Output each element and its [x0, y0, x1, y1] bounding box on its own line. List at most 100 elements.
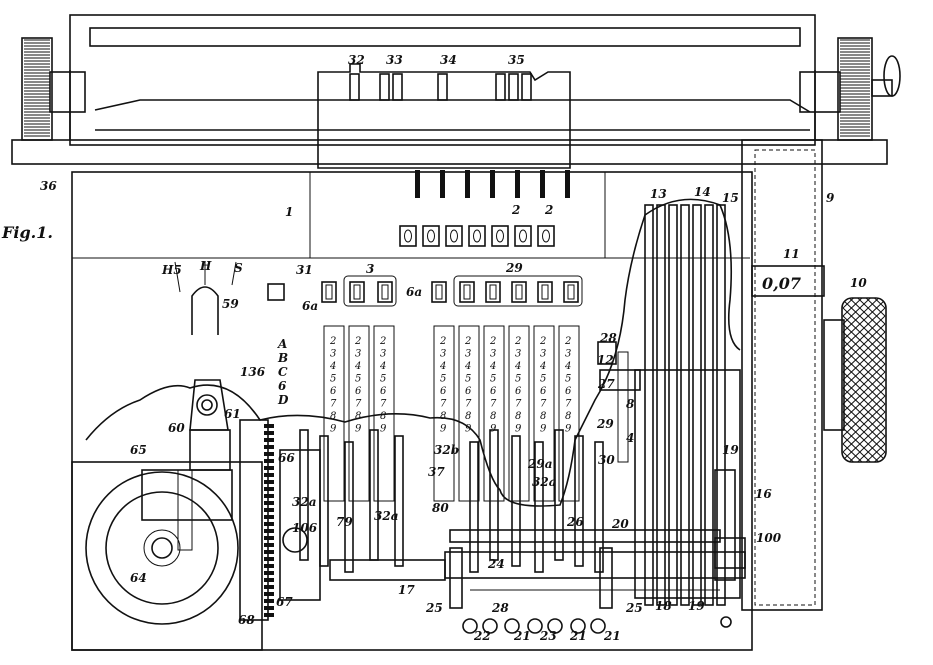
knurl-hatch	[842, 451, 886, 462]
label-11: 11	[783, 247, 800, 261]
knurl-hatch	[843, 164, 885, 204]
pin-circles	[462, 618, 606, 634]
label-30: 30	[598, 453, 615, 467]
scale-digit: 2	[514, 336, 521, 347]
scale-digit: 7	[515, 399, 522, 410]
key-window-inner	[463, 284, 471, 300]
scale-digit: 7	[440, 399, 447, 410]
lower-bar	[534, 441, 544, 573]
knurl-hatch	[843, 164, 885, 204]
label-S: S	[234, 261, 243, 275]
scale-column	[433, 325, 455, 502]
key-window-inner	[515, 284, 523, 300]
lower-bar	[299, 429, 309, 561]
right-details	[597, 341, 746, 628]
lower-bar	[344, 441, 354, 573]
stack-plate	[704, 204, 714, 606]
counter-zero	[496, 229, 504, 243]
scale-digit: 8	[515, 411, 521, 422]
knurl-hatch	[842, 395, 886, 437]
break-line	[85, 198, 741, 507]
gear-tooth	[264, 473, 274, 477]
label-32a-right: 32a	[532, 475, 556, 489]
knurl-hatch	[842, 298, 886, 309]
scale-digit: 9	[440, 424, 447, 435]
key-window	[537, 281, 553, 303]
label-1: 1	[285, 205, 293, 219]
key-window	[563, 281, 579, 303]
scale-digit: 8	[490, 411, 496, 422]
label-18: 18	[655, 599, 672, 613]
gear-tooth	[264, 515, 274, 519]
scale-digit: 8	[330, 411, 336, 422]
label-6a-right: 6a	[406, 285, 422, 299]
head-slot	[495, 73, 506, 101]
scale-digit: 3	[330, 349, 336, 360]
lower-bar	[594, 441, 604, 573]
wheel-assembly	[71, 379, 321, 651]
key-window	[485, 281, 501, 303]
knurl-hatch	[842, 459, 886, 462]
pin-circle	[462, 618, 478, 634]
stack-plate	[668, 204, 678, 606]
label-100: 100	[756, 531, 782, 545]
knurl-hatch	[842, 451, 886, 462]
key-window-inner	[489, 284, 497, 300]
label-16: 16	[755, 487, 772, 501]
scale-digit: 5	[540, 374, 546, 385]
label-10: 10	[850, 276, 867, 290]
gear-tooth	[264, 522, 274, 526]
key-window-groups	[321, 275, 583, 307]
label-25-right: 25	[625, 601, 643, 615]
scale-digit: 4	[379, 361, 386, 372]
lower-bar	[554, 429, 564, 561]
scale-digit: 2	[354, 336, 361, 347]
scale-column	[483, 325, 505, 502]
scale-digit: 8	[440, 411, 446, 422]
gear-tooth	[264, 599, 274, 603]
scale-digit: 4	[329, 361, 336, 372]
row-letter: C	[278, 365, 288, 379]
scale-digit: 5	[330, 374, 336, 385]
stack-plate	[716, 204, 726, 606]
stack-plate	[656, 204, 666, 606]
label-66: 66	[278, 451, 295, 465]
label-61: 61	[224, 407, 241, 421]
label-13: 13	[650, 187, 667, 201]
knurl-hatch	[843, 468, 885, 508]
label-33: 33	[386, 53, 403, 67]
scale-digit: 5	[465, 374, 471, 385]
gear-tooth	[264, 452, 274, 456]
gear-tooth	[264, 613, 274, 617]
scale-digit: 3	[380, 349, 386, 360]
label-59: 59	[222, 297, 239, 311]
gear-tooth	[264, 459, 274, 463]
scale-column	[508, 325, 530, 502]
register-panel	[741, 139, 825, 611]
key-window-inner	[325, 284, 333, 300]
scale-digit: 2	[379, 336, 386, 347]
scale-digit: 3	[490, 349, 496, 360]
knurl-hatch	[842, 411, 886, 453]
knurl-hatch	[843, 172, 885, 212]
label-136: 136	[240, 365, 266, 379]
gear-tooth	[264, 606, 274, 610]
scale-digit: 6	[355, 386, 362, 397]
knurl-hatch	[842, 347, 886, 389]
head-slot	[521, 73, 532, 101]
label-27: 27	[597, 377, 615, 391]
scale-digit: 9	[465, 424, 472, 435]
knurl-hatch	[843, 180, 885, 220]
scale-digit: 8	[565, 411, 571, 422]
scale-digit: 2	[564, 336, 571, 347]
scale-digit: 6	[330, 386, 337, 397]
label-14: 14	[694, 185, 711, 199]
knurl-hatch	[842, 315, 886, 357]
label-29-mid: 29	[596, 417, 614, 431]
scale-digit: 2	[439, 336, 446, 347]
head-slot	[379, 73, 390, 101]
pin-circle	[482, 618, 498, 634]
gear-tooth	[264, 424, 274, 428]
scale-digit: 6	[565, 386, 572, 397]
